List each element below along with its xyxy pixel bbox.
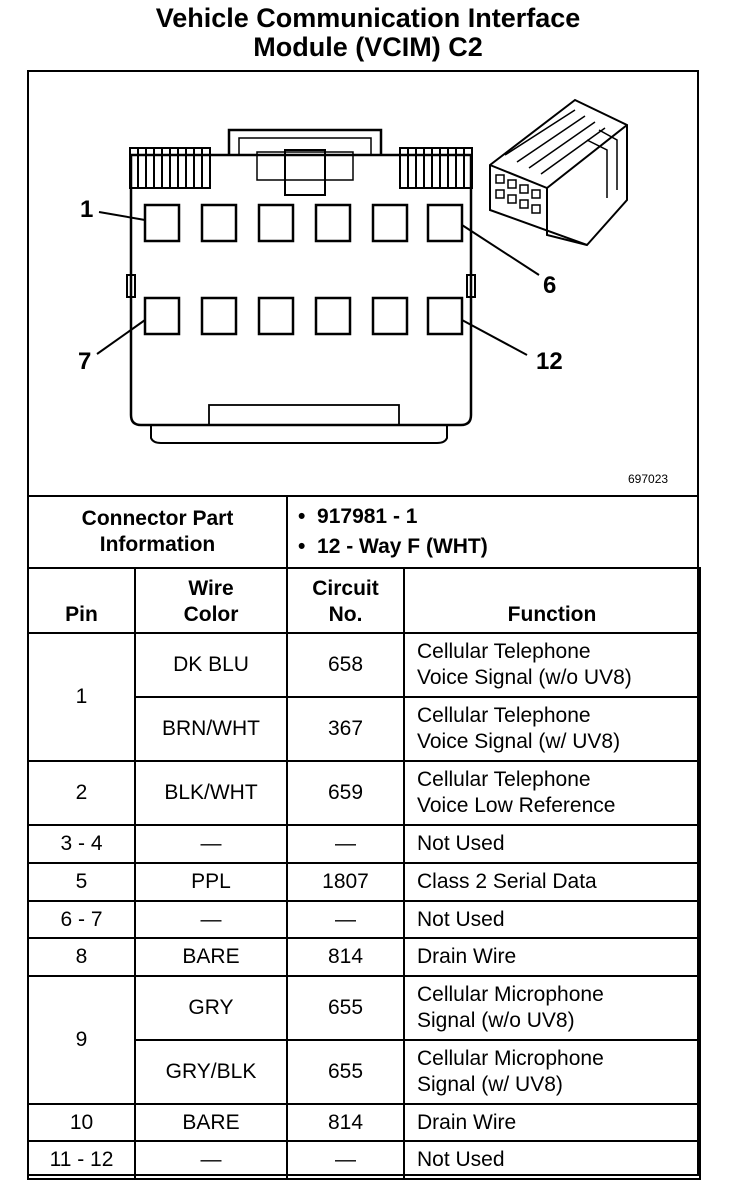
wire-color-cell: — (134, 900, 288, 939)
pin-cavity-11 (371, 296, 409, 336)
circuit-cell: — (286, 824, 405, 864)
circuit-cell: 659 (286, 760, 405, 826)
circuit-cell: 367 (286, 696, 405, 762)
pin-cavity-4 (314, 203, 352, 243)
pin-cell: 6 - 7 (27, 900, 136, 939)
connector-info-label-line-1: Connector Part (81, 507, 234, 530)
pin-label-7: 7 (78, 348, 92, 375)
wire-color-cell: — (134, 1140, 288, 1180)
pin-cell: 3 - 4 (27, 824, 136, 864)
wire-color-cell: PPL (134, 862, 288, 902)
table-row: 5 PPL 1807 Class 2 Serial Data (27, 862, 701, 902)
table-row: 8 BARE 814 Drain Wire (27, 937, 701, 977)
leader-line-12 (461, 319, 528, 356)
pin-label-1: 1 (80, 196, 94, 223)
wire-color-cell: DK BLU (134, 632, 288, 698)
connector-info-label: Connector Part Information (27, 495, 288, 569)
function-cell: Not Used (403, 1140, 701, 1180)
function-cell: Drain Wire (403, 937, 701, 977)
wire-color-cell: BRN/WHT (134, 696, 288, 762)
connector-hood (227, 128, 383, 155)
leader-line-7 (96, 319, 146, 355)
connector-bottom-rail (150, 425, 448, 444)
pin-cavity-9 (257, 296, 295, 336)
pin-cell: 9 (27, 975, 136, 1105)
connector-diagram (96, 98, 628, 444)
circuit-cell: 1807 (286, 862, 405, 902)
table-row: 6 - 7 — — Not Used (27, 900, 701, 939)
function-cell: Class 2 Serial Data (403, 862, 701, 902)
connector-info-items: • 917981 - 1 • 12 - Way F (WHT) (286, 495, 699, 569)
wire-color-cell: GRY (134, 975, 288, 1041)
pin-cell: 5 (27, 862, 136, 902)
pin-cavity-5 (371, 203, 409, 243)
pin-label-12: 12 (536, 348, 563, 375)
circuit-cell: 655 (286, 1039, 405, 1105)
title-line-2: Module (VCIM) C2 (253, 32, 483, 62)
right-ribs (399, 147, 473, 189)
pin-cell: 1 (27, 632, 136, 762)
figure-id: 697023 (628, 472, 669, 486)
connector-iso-view (489, 98, 628, 247)
page-title: Vehicle Communication Interface Module (… (0, 4, 736, 62)
table-row: 11 - 12 — — Not Used (27, 1140, 701, 1180)
pin-cavity-8 (200, 296, 238, 336)
circuit-cell: 658 (286, 632, 405, 698)
pin-cavity-7 (143, 296, 181, 336)
pin-cavity-2 (200, 203, 238, 243)
wire-color-cell: BARE (134, 937, 288, 977)
circuit-cell: 814 (286, 937, 405, 977)
table-row: 10 BARE 814 Drain Wire (27, 1103, 701, 1142)
connector-info-label-line-2: Information (99, 533, 216, 556)
pin-cell: 11 - 12 (27, 1140, 136, 1180)
title-line-1: Vehicle Communication Interface (155, 3, 581, 33)
wire-color-cell: BARE (134, 1103, 288, 1142)
table-row: 3 - 4 — — Not Used (27, 824, 701, 864)
pin-cavity-6 (426, 203, 464, 243)
connector-info-item: • 917981 - 1 (298, 505, 418, 528)
leader-line-1 (98, 211, 146, 221)
wire-color-cell: GRY/BLK (134, 1039, 288, 1105)
pin-cavity-10 (314, 296, 352, 336)
pin-cavity-3 (257, 203, 295, 243)
wire-color-cell: — (134, 824, 288, 864)
connector-info-item: • 12 - Way F (WHT) (298, 535, 488, 558)
function-cell: Drain Wire (403, 1103, 701, 1142)
pin-cell: 10 (27, 1103, 136, 1142)
pin-cavity-1 (143, 203, 181, 243)
circuit-cell: — (286, 900, 405, 939)
pin-cell: 8 (27, 937, 136, 977)
pin-cavity-12 (426, 296, 464, 336)
circuit-cell: 814 (286, 1103, 405, 1142)
circuit-cell: — (286, 1140, 405, 1180)
connector-latch (284, 149, 326, 196)
connector-body (129, 153, 473, 427)
function-cell: Not Used (403, 900, 701, 939)
leader-line-6 (461, 224, 540, 276)
header-pin: Pin (27, 567, 136, 634)
connector-info-table: Connector Part Information • 917981 - 1 … (27, 495, 699, 569)
function-cell: Not Used (403, 824, 701, 864)
circuit-cell: 655 (286, 975, 405, 1041)
pin-label-6: 6 (543, 272, 557, 299)
pin-cell: 2 (27, 760, 136, 826)
wire-color-cell: BLK/WHT (134, 760, 288, 826)
header-function: Function (403, 567, 701, 634)
